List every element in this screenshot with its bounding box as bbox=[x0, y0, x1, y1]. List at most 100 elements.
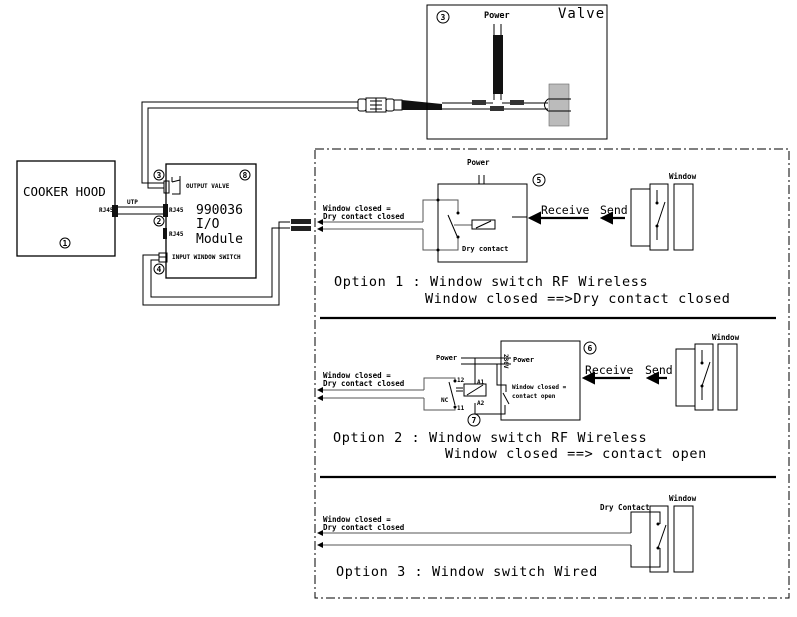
option-3-contact-switch-icon bbox=[657, 524, 667, 549]
option-2-send-label: Send bbox=[645, 363, 673, 377]
option-input-connectors bbox=[291, 219, 311, 231]
option-2-wire-label-2: Dry contact closed bbox=[323, 379, 404, 388]
option-2-sender-box bbox=[675, 348, 696, 407]
option-2-relay-coil-icon bbox=[463, 383, 487, 397]
rj45-connector-icon bbox=[112, 205, 118, 217]
valve-power-label: Power bbox=[484, 11, 510, 21]
option-3-contact-label: Dry Contact bbox=[600, 503, 650, 512]
relay-terminal-a1: A1 bbox=[477, 379, 485, 386]
option-2-window-switch bbox=[694, 343, 714, 411]
option-1-contact-switch-icon bbox=[447, 214, 458, 237]
option-1-relay-coil-icon bbox=[471, 219, 496, 230]
relay-terminal-a2: A2 bbox=[477, 400, 485, 407]
option-1-title-line-2: Window closed ==>Dry contact closed bbox=[425, 291, 730, 307]
relay-terminal-11: 11 bbox=[457, 405, 465, 412]
option-1-title-line-1: Option 1 : Window switch RF Wireless bbox=[334, 274, 648, 290]
option-2-window-label: Window bbox=[712, 333, 740, 342]
number-badge-2 bbox=[153, 215, 165, 227]
wire-terminal-3 bbox=[490, 106, 504, 111]
options-frame bbox=[314, 148, 790, 599]
option-1-wire-label-1: Window closed = bbox=[323, 204, 391, 213]
option-1-wire-label-2: Dry contact closed bbox=[323, 212, 404, 221]
cooker-hood-box bbox=[16, 160, 116, 257]
valve-cable bbox=[141, 97, 442, 189]
relay-terminal-nc: NC bbox=[441, 397, 449, 404]
number-badge-3-output bbox=[153, 169, 165, 181]
number-badge-6-text: 6 bbox=[588, 344, 593, 353]
option-1-receiver-box bbox=[437, 183, 528, 263]
number-badge-8-text: 8 bbox=[243, 171, 248, 180]
option-2-contact-label-2: contact open bbox=[512, 393, 556, 400]
option-2-wire-label-1: Window closed = bbox=[323, 371, 391, 380]
option-2-receive-label: Receive bbox=[585, 363, 634, 377]
utp-label: UTP bbox=[127, 199, 138, 206]
relay-terminal-12: 12 bbox=[457, 377, 465, 384]
option-3: Window closed = Dry contact closed Dry C… bbox=[317, 494, 697, 580]
option-1-window-switch bbox=[649, 183, 669, 251]
rj45-port-top-label: RJ45 bbox=[169, 207, 184, 214]
number-badge-2-text: 2 bbox=[157, 217, 162, 226]
valve-frame bbox=[426, 4, 608, 140]
option-1-receive-label: Receive bbox=[541, 203, 590, 217]
option-3-title-line-1: Option 3 : Window switch Wired bbox=[336, 564, 598, 580]
option-2: 6 Power Power 230V Window closed = conta… bbox=[317, 333, 740, 462]
output-connector-icon bbox=[163, 180, 170, 194]
module-line-2: I/O bbox=[196, 217, 220, 232]
option-1-send-label: Send bbox=[600, 203, 628, 217]
option-1: Power 5 Window closed = Dry contact clos… bbox=[317, 158, 730, 307]
option-3-wire-label-1: Window closed = bbox=[323, 515, 391, 524]
option-3-wire-label-2: Dry contact closed bbox=[323, 523, 404, 532]
option-1-window-label: Window bbox=[669, 172, 697, 181]
number-badge-4 bbox=[153, 263, 165, 275]
io-module-box bbox=[165, 163, 257, 279]
valve-box: 3 Power Valve bbox=[426, 4, 608, 140]
module-line-1: 990036 bbox=[196, 203, 243, 218]
number-badge-3-valve bbox=[436, 10, 450, 24]
power-cable-sheath bbox=[493, 35, 503, 94]
number-badge-7 bbox=[467, 413, 481, 427]
cooker-hood: COOKER HOOD 1 RJ45 bbox=[16, 160, 118, 257]
option-2-title-line-2: Window closed ==> contact open bbox=[445, 446, 707, 462]
number-badge-3-valve-text: 3 bbox=[441, 13, 446, 22]
module-line-3: Module bbox=[196, 232, 243, 247]
number-badge-1-text: 1 bbox=[63, 239, 68, 248]
rj45-port-top-icon bbox=[163, 204, 168, 217]
cooker-hood-port-label: RJ45 bbox=[99, 207, 114, 214]
valve-actuator-icon bbox=[548, 83, 570, 127]
option-3-window-label: Window bbox=[669, 494, 697, 503]
wire-terminal-2 bbox=[510, 100, 524, 105]
io-module: 990036 I/O Module 8 OUTPUT VALVE 3 RJ45 … bbox=[153, 163, 257, 279]
option-2-contact-label-1: Window closed = bbox=[512, 384, 567, 391]
input-window-switch-label: INPUT WINDOW SWITCH bbox=[172, 254, 241, 261]
option-2-receiver-box bbox=[500, 340, 581, 421]
option-1-contact-label: Dry contact bbox=[462, 245, 508, 253]
number-badge-7-text: 7 bbox=[472, 416, 477, 425]
wire-terminal-1 bbox=[472, 100, 486, 105]
option-2-relay-contact-icon bbox=[448, 381, 456, 406]
option-2-title-line-1: Option 2 : Window switch RF Wireless bbox=[333, 430, 647, 446]
option-2-window-frame bbox=[717, 343, 738, 411]
option-1-window-frame bbox=[673, 183, 694, 251]
option-2-power-int-label: Power bbox=[513, 356, 534, 364]
number-badge-3-output-text: 3 bbox=[157, 171, 162, 180]
option-2-power-ext-label: Power bbox=[436, 354, 457, 362]
valve-label: Valve bbox=[558, 6, 605, 22]
number-badge-5 bbox=[532, 173, 546, 187]
cooker-hood-label: COOKER HOOD bbox=[23, 184, 106, 199]
option-3-window-frame bbox=[673, 505, 694, 573]
number-badge-5-text: 5 bbox=[537, 176, 542, 185]
output-relay-switch-icon bbox=[171, 176, 181, 195]
option-2-voltage-label: 230V bbox=[502, 354, 509, 369]
number-badge-4-text: 4 bbox=[157, 265, 162, 274]
rj45-port-bottom-icon bbox=[163, 228, 167, 239]
option-1-power-label: Power bbox=[467, 158, 490, 167]
utp-cable: UTP bbox=[118, 199, 165, 215]
input-switch-cable bbox=[142, 221, 290, 306]
number-badge-1 bbox=[59, 237, 71, 249]
rj45-port-bottom-label: RJ45 bbox=[169, 231, 184, 238]
option-3-window-switch bbox=[649, 505, 669, 573]
number-badge-8 bbox=[239, 169, 251, 181]
output-valve-label: OUTPUT VALVE bbox=[186, 183, 230, 190]
option-1-sender-box bbox=[630, 188, 651, 247]
number-badge-6 bbox=[583, 341, 597, 355]
